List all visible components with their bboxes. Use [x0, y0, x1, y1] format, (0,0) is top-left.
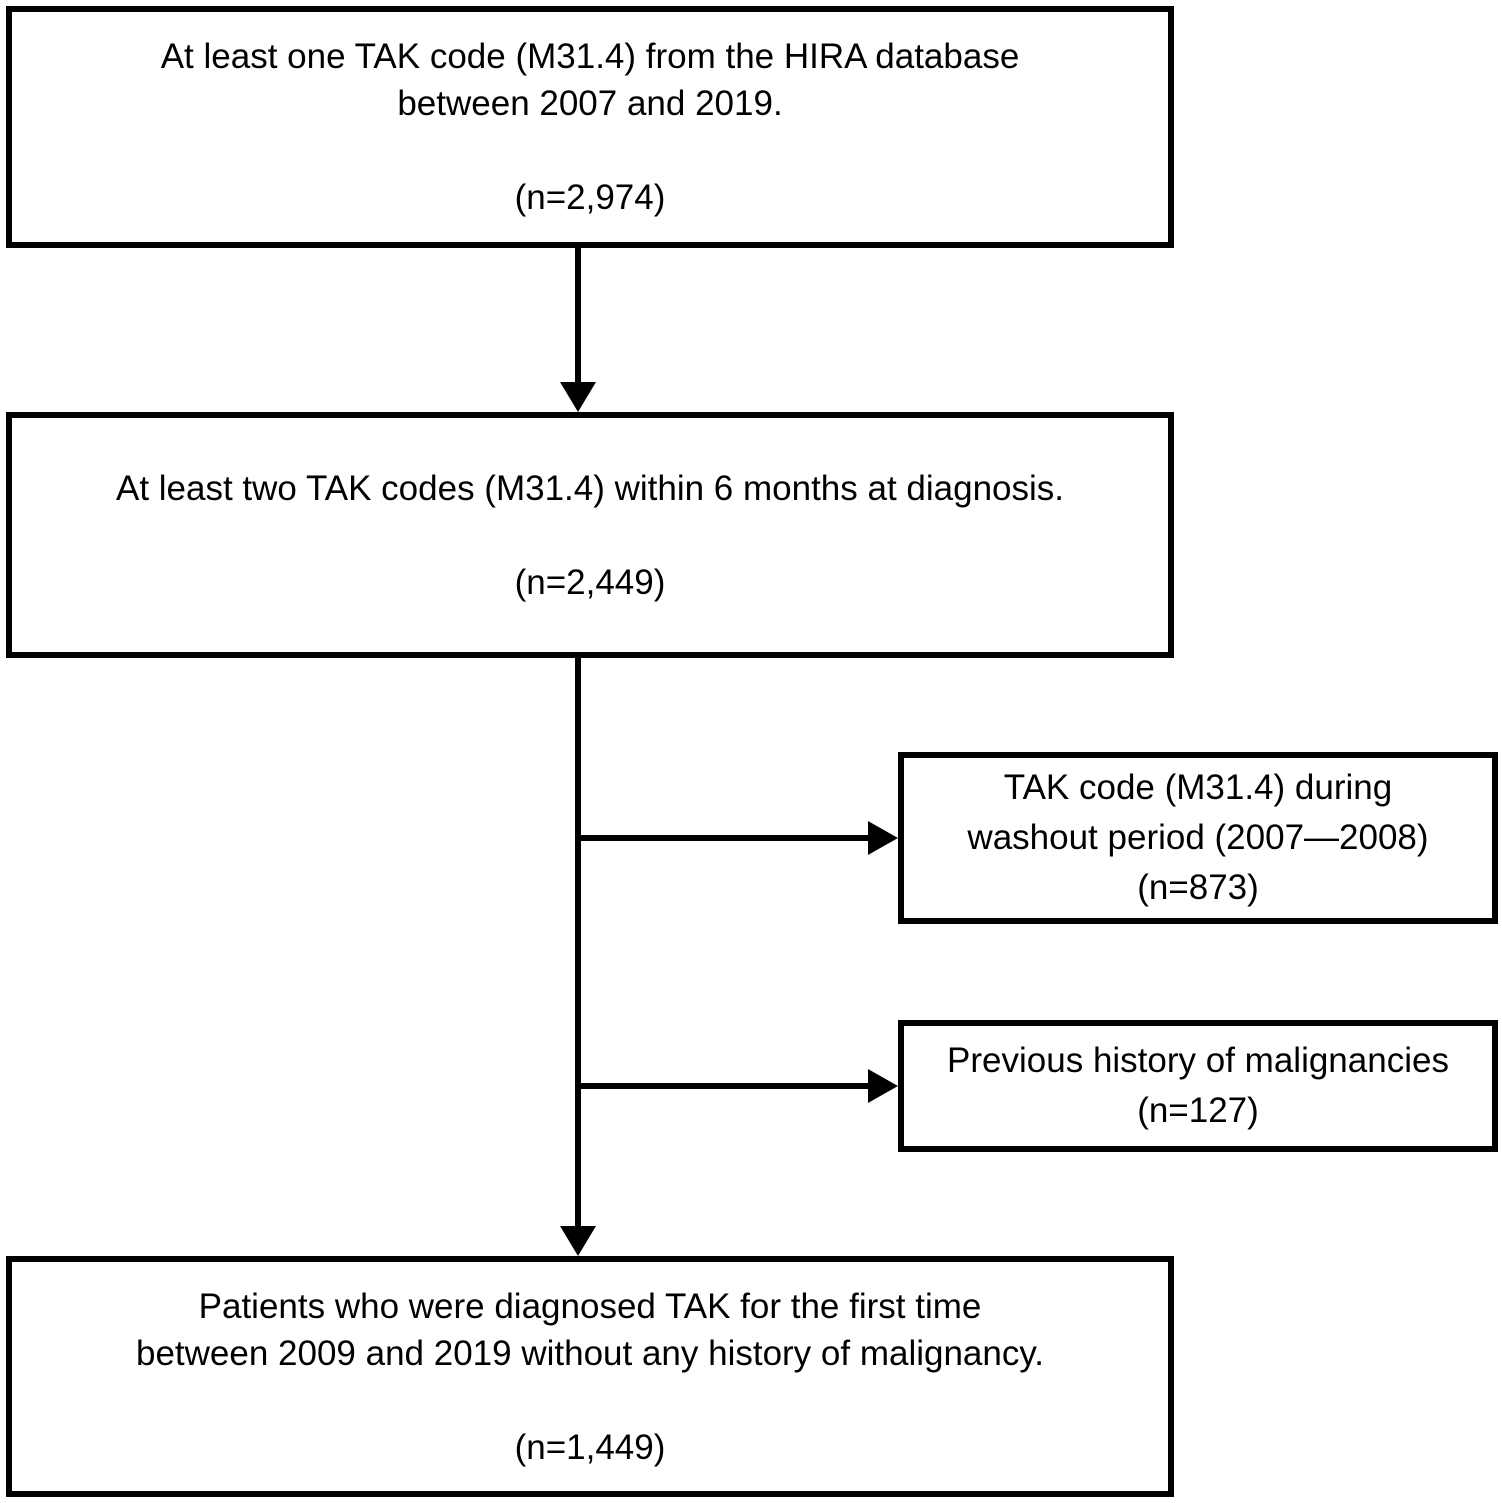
arrow-line-box1-to-box2 — [575, 248, 581, 384]
box-n-count: (n=1,449) — [514, 1427, 666, 1467]
box-text-line: washout period (2007—2008) — [967, 818, 1429, 857]
flow-box-washout-excluded: TAK code (M31.4) during washout period (… — [898, 752, 1498, 924]
arrow-line-branch-washout — [578, 835, 868, 841]
flow-box-two-codes: At least two TAK codes (M31.4) within 6 … — [6, 412, 1174, 658]
arrowhead-right-icon — [868, 1069, 898, 1103]
flow-box-malignancy-excluded: Previous history of malignancies (n=127) — [898, 1020, 1498, 1152]
box-text-line: Patients who were diagnosed TAK for the … — [198, 1286, 982, 1326]
box-text-line: At least two TAK codes (M31.4) within 6 … — [115, 468, 1065, 508]
arrow-line-box2-to-box5 — [575, 658, 581, 1228]
box-text-line: Previous history of malignancies — [947, 1041, 1449, 1080]
arrowhead-down-icon — [560, 1226, 596, 1256]
box-text-line: TAK code (M31.4) during — [1003, 768, 1393, 807]
arrowhead-right-icon — [868, 821, 898, 855]
arrow-line-branch-malignancy — [578, 1083, 868, 1089]
box-n-count: (n=2,449) — [514, 562, 666, 602]
box-n-count: (n=873) — [1137, 868, 1259, 907]
arrowhead-down-icon — [560, 382, 596, 412]
box-text-line: between 2009 and 2019 without any histor… — [135, 1333, 1044, 1373]
flow-box-hira-cohort: At least one TAK code (M31.4) from the H… — [6, 6, 1174, 248]
box-text-line: between 2007 and 2019. — [397, 84, 783, 123]
box-text-line: At least one TAK code (M31.4) from the H… — [160, 37, 1020, 76]
box-n-count: (n=2,974) — [514, 178, 666, 217]
flow-box-final-cohort: Patients who were diagnosed TAK for the … — [6, 1256, 1174, 1497]
box-n-count: (n=127) — [1137, 1091, 1259, 1130]
